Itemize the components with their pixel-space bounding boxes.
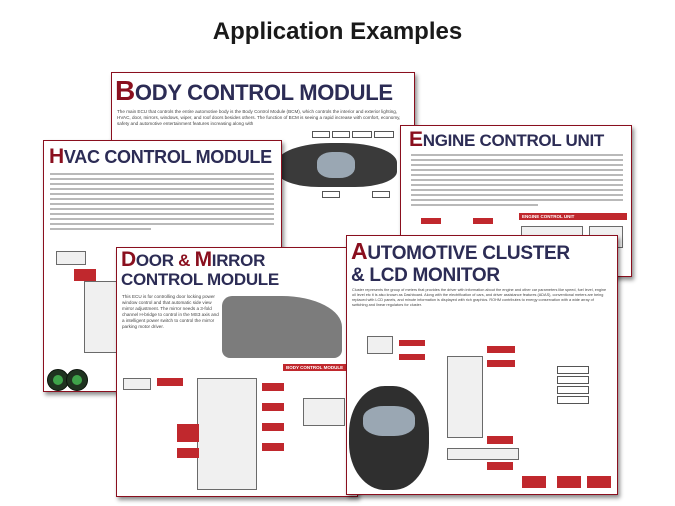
title-rest: VAC CONTROL MODULE (63, 147, 272, 167)
door-mirror-control-module-card: DOOR & MIRROR CONTROL MODULE This ECU is… (116, 247, 358, 497)
automotive-cluster-title: AUTOMOTIVE CLUSTER & LCD MONITOR (351, 238, 570, 287)
slide-title: Application Examples (212, 18, 463, 45)
title-rest: NGINE CONTROL UNIT (422, 131, 605, 150)
body-control-module-intro: The main ECU that controls the entire au… (117, 109, 401, 126)
door-mirror-intro: This ECU is for controlling door locking… (122, 294, 219, 329)
automotive-cluster-card: AUTOMOTIVE CLUSTER & LCD MONITOR Cluster… (346, 235, 618, 495)
automotive-cluster-intro: Cluster represents the group of meters t… (352, 288, 607, 307)
gauge-icon (47, 369, 69, 391)
car-diagram (277, 143, 397, 187)
body-control-module-bar: BODY CONTROL MODULE (283, 364, 353, 371)
title-initial: B (115, 75, 135, 106)
title-rest: ODY CONTROL MODULE (134, 80, 393, 105)
gauge-icon (66, 369, 88, 391)
car-topview-diagram (349, 386, 429, 490)
body-control-module-title: BODY CONTROL MODULE (115, 75, 393, 107)
door-mirror-control-module-title: DOOR & MIRROR CONTROL MODULE (121, 248, 279, 289)
door-diagram (222, 296, 342, 358)
hvac-control-module-title: HVAC CONTROL MODULE (49, 145, 272, 169)
engine-control-unit-bar: ENGINE CONTROL UNIT (519, 213, 627, 220)
title-initial: E (409, 128, 423, 151)
title-initial: H (49, 145, 64, 168)
engine-control-unit-title: ENGINE CONTROL UNIT (409, 128, 604, 152)
